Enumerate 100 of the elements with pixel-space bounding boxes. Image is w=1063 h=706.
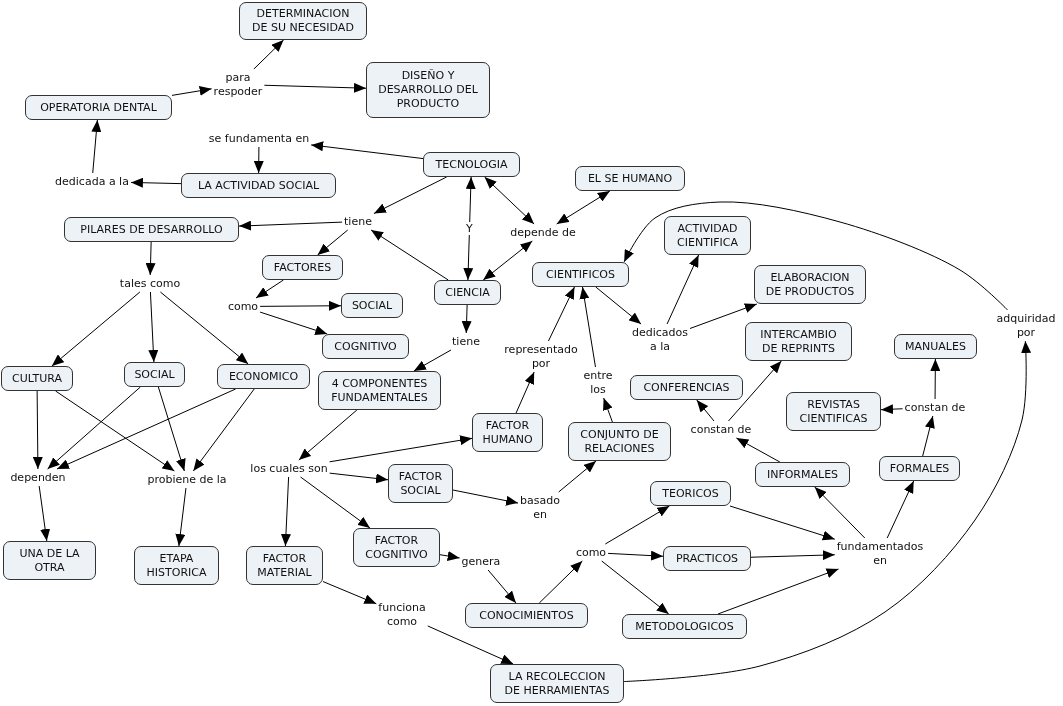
arrow bbox=[607, 550, 664, 561]
linking-phrase: tiene bbox=[451, 335, 481, 349]
concept-box: ELABORACION DE PRODUCTOS bbox=[754, 265, 866, 304]
arrow bbox=[439, 551, 461, 561]
linking-phrase: representado por bbox=[503, 343, 579, 371]
linking-phrase: para respoder bbox=[212, 71, 264, 99]
arrow bbox=[192, 388, 255, 472]
arrow bbox=[601, 560, 670, 615]
arrow bbox=[259, 311, 328, 336]
concept-box: ECONOMICO bbox=[217, 364, 310, 389]
arrow bbox=[735, 437, 781, 463]
concept-box: MANUALES bbox=[894, 334, 977, 359]
concept-box: TECNOLOGIA bbox=[423, 152, 520, 177]
arrow bbox=[159, 291, 249, 365]
arrow bbox=[373, 176, 448, 214]
linking-phrase: depende de bbox=[509, 226, 577, 240]
arrow bbox=[729, 505, 836, 541]
concept-box: OPERATORIA DENTAL bbox=[25, 95, 172, 120]
concept-box: CONFERENCIAS bbox=[630, 375, 743, 400]
concept-box: SOCIAL bbox=[341, 293, 403, 318]
linking-phrase: probiene de la bbox=[146, 473, 228, 487]
arrow bbox=[547, 286, 575, 342]
arrow bbox=[452, 489, 519, 506]
linking-phrase: basado en bbox=[519, 494, 561, 522]
arrow bbox=[604, 505, 670, 545]
arrow bbox=[696, 399, 715, 422]
arrow bbox=[329, 435, 473, 463]
arrow bbox=[728, 360, 782, 422]
arrow bbox=[623, 340, 1032, 683]
arrow bbox=[259, 300, 342, 311]
concept-box: SOCIAL bbox=[124, 362, 185, 387]
concept-box: DISEÑO Y DESARROLLO DEL PRODUCTO bbox=[366, 62, 490, 118]
arrow bbox=[487, 569, 517, 604]
arrow bbox=[298, 409, 358, 461]
linking-phrase: constan de bbox=[903, 401, 967, 415]
concept-box: INTERCAMBIO DE REPRINTS bbox=[745, 322, 852, 361]
concept-box: FACTOR HUMANO bbox=[472, 413, 543, 452]
concept-box: CIENTIFICOS bbox=[532, 262, 629, 287]
arrow bbox=[300, 476, 371, 529]
arrow bbox=[538, 560, 583, 604]
arrow bbox=[130, 177, 182, 188]
concept-box: INFORMALES bbox=[755, 462, 850, 487]
arrow bbox=[263, 82, 367, 93]
linking-phrase: dedicada a la bbox=[54, 175, 130, 189]
concept-box: CULTURA bbox=[1, 366, 73, 391]
arrow bbox=[157, 386, 186, 472]
arrow bbox=[91, 119, 102, 174]
arrow bbox=[603, 397, 613, 423]
concept-box: METODOLOGICOS bbox=[622, 614, 747, 639]
arrow bbox=[579, 286, 596, 368]
arrow bbox=[750, 550, 836, 561]
linking-phrase: fundamentados en bbox=[835, 540, 925, 568]
arrow bbox=[255, 279, 284, 299]
arrow bbox=[171, 85, 213, 96]
arrow bbox=[930, 358, 941, 400]
arrow bbox=[148, 291, 159, 363]
arrow bbox=[38, 485, 51, 542]
arrow bbox=[56, 388, 237, 470]
edge-label: Y bbox=[464, 222, 475, 235]
concept-box: EL SE HUMANO bbox=[575, 166, 685, 191]
concept-box: ETAPA HISTORICA bbox=[134, 546, 219, 585]
arrow bbox=[370, 229, 449, 281]
arrow bbox=[317, 229, 349, 256]
arrow bbox=[623, 201, 1009, 311]
concept-box: COGNITIVO bbox=[322, 334, 409, 359]
concept-box: CONOCIMIENTOS bbox=[465, 603, 588, 628]
arrow bbox=[814, 486, 866, 539]
arrow bbox=[32, 390, 43, 470]
arrow bbox=[595, 286, 642, 325]
arrow bbox=[253, 146, 264, 174]
concept-box: DETERMINACION DE SU NECESIDAD bbox=[239, 2, 367, 40]
arrow bbox=[880, 404, 904, 415]
arrow bbox=[515, 371, 535, 414]
arrow bbox=[310, 141, 424, 160]
arrow bbox=[413, 349, 452, 372]
arrow bbox=[666, 254, 700, 325]
concept-box: FACTOR SOCIAL bbox=[388, 464, 453, 503]
double-arrow bbox=[484, 176, 535, 225]
linking-phrase: dedicados a la bbox=[630, 326, 690, 354]
concept-box: CIENCIA bbox=[434, 280, 501, 305]
linking-phrase: genera bbox=[460, 555, 502, 569]
linking-phrase: constan de bbox=[689, 423, 753, 437]
linking-phrase: dependen bbox=[9, 471, 67, 485]
concept-box: FACTORES bbox=[262, 255, 343, 280]
arrow bbox=[322, 581, 377, 605]
arrow bbox=[47, 386, 141, 470]
arrow bbox=[427, 625, 514, 665]
concept-box: TEORICOS bbox=[650, 481, 731, 506]
double-arrow bbox=[463, 176, 476, 281]
concept-box: LA RECOLECCION DE HERRAMIENTAS bbox=[490, 664, 624, 703]
concept-box: PILARES DE DESARROLLO bbox=[64, 217, 239, 242]
arrow bbox=[922, 415, 935, 457]
linking-phrase: como bbox=[226, 300, 260, 314]
arrow bbox=[558, 460, 597, 493]
concept-box: 4 COMPONENTES FUNDAMENTALES bbox=[318, 371, 441, 410]
concept-box: PRACTICOS bbox=[663, 546, 751, 571]
arrow bbox=[51, 291, 141, 367]
concept-box: REVISTAS CIENTIFICAS bbox=[786, 392, 881, 431]
double-arrow bbox=[556, 190, 611, 225]
linking-phrase: tiene bbox=[343, 215, 373, 229]
